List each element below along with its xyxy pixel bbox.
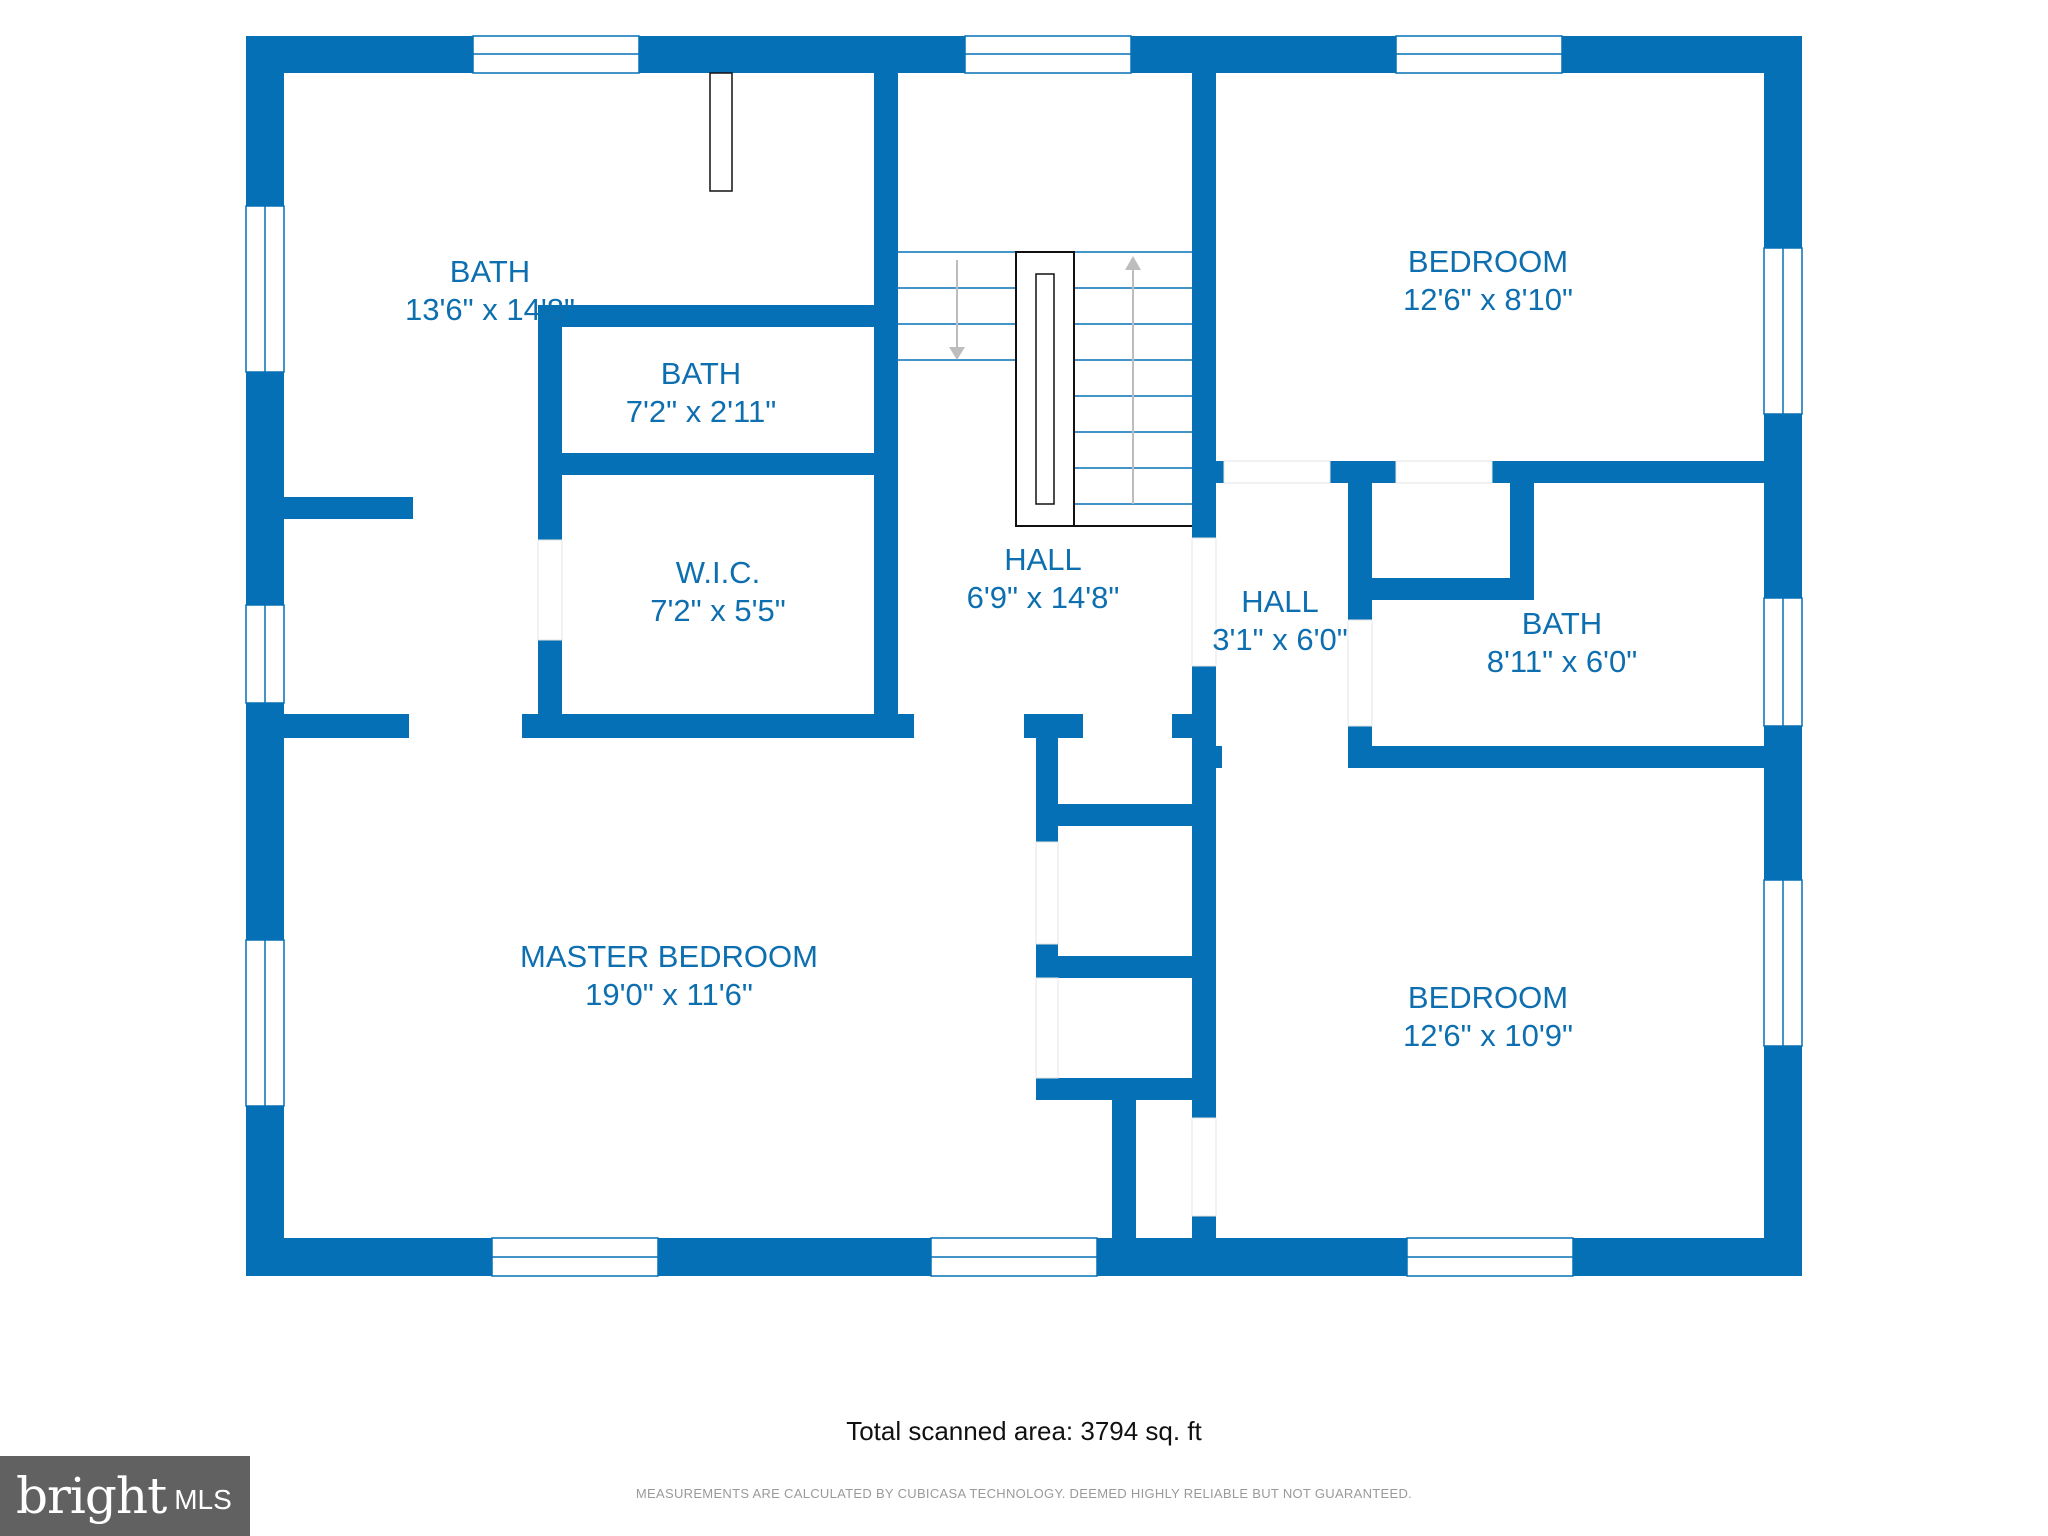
room-dims-master: 19'0" x 11'6" xyxy=(585,977,753,1012)
room-name-master: MASTER BEDROOM xyxy=(520,939,818,974)
room-dims-bedroom-top: 12'6" x 8'10" xyxy=(1403,282,1573,317)
room-dims-bath-main: 13'6" x 14'8" xyxy=(405,292,575,327)
staircase xyxy=(709,72,1192,527)
windows xyxy=(245,35,1803,1277)
room-dims-hall-main: 6'9" x 14'8" xyxy=(967,580,1120,615)
room-name-hall-small: HALL xyxy=(1241,584,1319,619)
bright-mls-logo: bright MLS xyxy=(0,1456,250,1536)
room-dims-bedroom-bottom: 12'6" x 10'9" xyxy=(1403,1018,1573,1053)
room-name-bath-right: BATH xyxy=(1522,606,1602,641)
room-dims-wic: 7'2" x 5'5" xyxy=(650,593,786,628)
room-dims-bath-small: 7'2" x 2'11" xyxy=(626,394,776,429)
room-name-hall-main: HALL xyxy=(1004,542,1082,577)
logo-word: bright xyxy=(16,1467,167,1525)
room-labels: BATH 13'6" x 14'8" BATH 7'2" x 2'11" W.I… xyxy=(405,244,1637,1053)
room-name-bedroom-bottom: BEDROOM xyxy=(1408,980,1568,1015)
door-openings xyxy=(537,460,1493,1217)
total-scanned-area: Total scanned area: 3794 sq. ft xyxy=(846,1416,1202,1446)
logo-mls: MLS xyxy=(174,1484,232,1515)
room-dims-hall-small: 3'1" x 6'0" xyxy=(1212,622,1348,657)
room-name-bath-small: BATH xyxy=(661,356,741,391)
room-name-bedroom-top: BEDROOM xyxy=(1408,244,1568,279)
room-name-bath-main: BATH xyxy=(450,254,530,289)
room-dims-bath-right: 8'11" x 6'0" xyxy=(1487,644,1637,679)
room-name-wic: W.I.C. xyxy=(676,555,760,590)
measurement-disclaimer: MEASUREMENTS ARE CALCULATED BY CUBICASA … xyxy=(635,1486,1413,1501)
